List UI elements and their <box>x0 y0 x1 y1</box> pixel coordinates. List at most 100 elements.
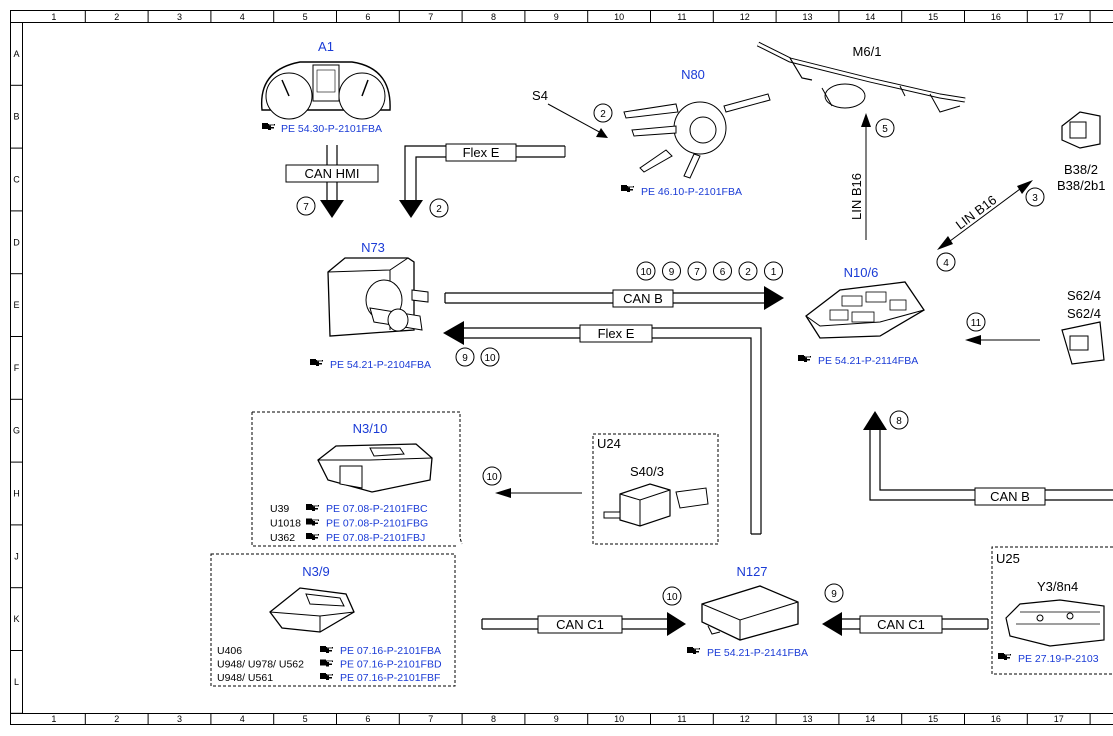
variant-code: U406 <box>217 645 242 657</box>
column-label-bottom: 4 <box>240 714 245 724</box>
variant-code: U948/ U978/ U562 <box>217 659 304 671</box>
column-label-bottom: 14 <box>865 714 875 724</box>
column-label-top: 13 <box>802 12 812 22</box>
column-label-bottom: 2 <box>114 714 119 724</box>
column-label-top: 2 <box>114 12 119 22</box>
reference-link[interactable]: PE 07.16-P-2101FBF <box>340 672 440 684</box>
pointing-hand-book-icon <box>319 645 334 654</box>
row-label: K <box>13 614 19 624</box>
column-label-top: 4 <box>240 12 245 22</box>
component-m61: M6/1 <box>756 41 966 113</box>
u25-ref: PE 27.19-P-2103 <box>1018 653 1099 665</box>
pointing-hand-book-icon <box>305 518 320 526</box>
n80-label: N80 <box>681 67 705 82</box>
column-label-top: 3 <box>177 12 182 22</box>
reference-link[interactable]: PE 07.08-P-2101FBG <box>326 518 428 530</box>
variant-code: U362 <box>270 532 295 544</box>
column-label-bottom: 7 <box>428 714 433 724</box>
column-label-top: 11 <box>677 12 686 22</box>
can-c1-left-label: CAN C1 <box>556 617 604 632</box>
column-grid-ticks <box>84 10 1091 725</box>
signal-badge-number: 2 <box>745 267 751 278</box>
pointing-hand-book-icon <box>319 659 334 667</box>
n73-ref: PE 54.21-P-2104FBA <box>330 359 431 371</box>
column-label-top: 12 <box>740 12 750 22</box>
y38n4-label: Y3/8n4 <box>1037 579 1078 594</box>
column-label-bottom: 9 <box>554 714 559 724</box>
reference-link[interactable]: PE 07.16-P-2101FBA <box>340 645 441 657</box>
column-label-top: 5 <box>303 12 308 22</box>
bus-flex-e-top: Flex E 2 <box>399 143 566 218</box>
column-label-top: 10 <box>614 12 624 22</box>
column-label-top: 7 <box>428 12 433 22</box>
signal-10-to-n310: 10 <box>482 466 582 498</box>
column-label-bottom: 11 <box>677 714 686 724</box>
row-label: L <box>14 677 19 687</box>
column-label-bottom: 1 <box>51 714 56 724</box>
pointing-hand-book-icon <box>305 532 320 541</box>
reference-link[interactable]: PE 07.08-P-2101FBJ <box>326 532 425 544</box>
column-label-bottom: 8 <box>491 714 496 724</box>
a1-label: A1 <box>318 39 334 54</box>
bus-can-b-bottom: CAN B 8 <box>863 410 1113 506</box>
a1-ref: PE 54.30-P-2101FBA <box>281 123 382 135</box>
row-label: C <box>13 175 20 185</box>
can-c1-right-label: CAN C1 <box>877 617 925 632</box>
badge-10-k: 10 <box>666 592 678 603</box>
m61-label: M6/1 <box>853 44 882 59</box>
s403-label: S40/3 <box>630 464 664 479</box>
pointing-hand-book-icon <box>319 672 334 681</box>
column-label-bottom: 15 <box>928 714 938 724</box>
signal-badge-number: 7 <box>694 267 700 278</box>
bus-can-c1-left: CAN C1 10 <box>481 586 686 636</box>
signal-badge-number: 1 <box>771 267 777 278</box>
column-label-top: 9 <box>554 12 559 22</box>
column-label-top: 17 <box>1054 12 1064 22</box>
badge-8: 8 <box>896 416 902 427</box>
n73-label: N73 <box>361 240 385 255</box>
reference-link[interactable]: PE 07.08-P-2101FBC <box>326 503 428 515</box>
s624-label2: S62/4 <box>1067 306 1101 321</box>
badge-7: 7 <box>303 202 309 213</box>
b382b1-label: B38/2b1 <box>1057 178 1105 193</box>
variant-code: U948/ U561 <box>217 672 273 684</box>
u25-box-label: U25 <box>996 551 1020 566</box>
column-label-top: 16 <box>991 12 1001 22</box>
bus-can-c1-right: CAN C1 9 <box>822 583 989 636</box>
column-label-top: 14 <box>865 12 875 22</box>
signal-badge <box>662 261 681 281</box>
column-label-bottom: 6 <box>365 714 370 724</box>
n127-label: N127 <box>736 564 767 579</box>
n80-ref: PE 46.10-P-2101FBA <box>641 186 742 198</box>
row-label: D <box>13 237 20 247</box>
n310-label: N3/10 <box>353 421 388 436</box>
flex-e-top-label: Flex E <box>463 145 500 160</box>
bus-lin-b16-vertical: LIN B16 5 <box>849 113 895 240</box>
row-label: E <box>13 300 19 310</box>
b382-label: B38/2 <box>1064 162 1098 177</box>
lin-b16-vertical-label: LIN B16 <box>849 173 864 220</box>
badge-2a: 2 <box>436 204 442 215</box>
signal-badge-number: 9 <box>669 267 675 278</box>
row-label: A <box>13 49 19 59</box>
badge-5: 5 <box>882 124 888 135</box>
column-label-top: 6 <box>365 12 370 22</box>
signal-badge <box>455 347 475 367</box>
column-label-top: 8 <box>491 12 496 22</box>
row-label: F <box>14 363 20 373</box>
component-n73: N73 PE 54.21-P-2104FBA <box>309 240 431 371</box>
variant-code: U39 <box>270 503 289 515</box>
reference-link[interactable]: PE 07.16-P-2101FBD <box>340 659 442 671</box>
signal-badge-number: 10 <box>484 353 496 364</box>
column-label-bottom: 3 <box>177 714 182 724</box>
component-u25: U25 Y3/8n4 PE 27.19-P-2103 <box>991 546 1113 675</box>
variant-code: U1018 <box>270 518 301 530</box>
can-hmi-label: CAN HMI <box>305 166 360 181</box>
pointing-hand-book-icon <box>305 503 320 512</box>
row-label: B <box>13 112 19 122</box>
s4-label: S4 <box>532 88 548 103</box>
